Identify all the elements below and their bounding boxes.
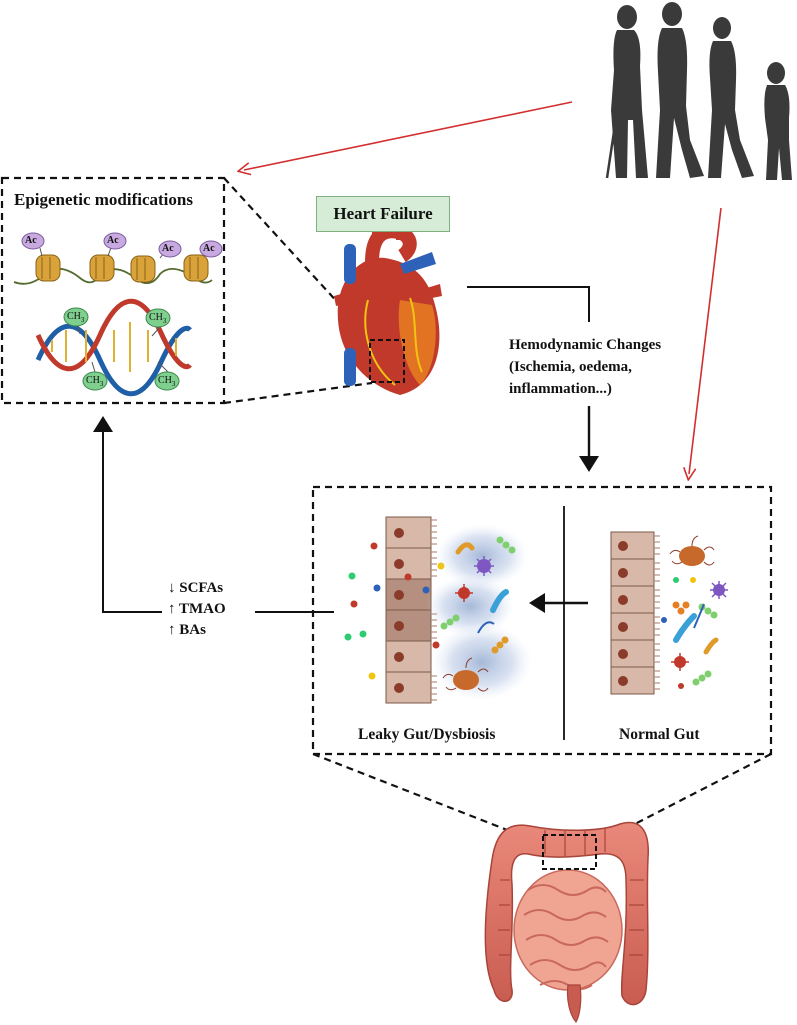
red-arrow-to-gut [689,207,722,474]
acetyl-label: Ac [162,243,174,254]
acetyl-label: Ac [107,235,119,246]
marker-scfas: ↓ SCFAs [168,580,224,596]
hemodynamic-line-2: (Ischemia, oedema, [509,359,632,375]
red-arrow-to-epigenetics [244,101,573,170]
hemodynamic-changes-label: Hemodynamic Changes (Ischemia, oedema, i… [509,334,689,400]
epigenetic-box [0,176,226,405]
gut-zoom-line-left [312,752,544,846]
dysbiotic-microbes-icon [426,524,532,700]
methyl-label: CH3 [67,311,85,324]
marker-tmao: ↑ TMAO [168,601,226,617]
connector-heart-to-hemo [467,286,590,322]
teen-person-icon [708,17,754,178]
healthy-microbes-icon [661,535,728,689]
leaky-gut-label: Leaky Gut/Dysbiosis [358,726,496,743]
child-person-icon [764,62,792,180]
histone-acetylation-icon [13,232,223,285]
gut-zoom-line-right [595,753,772,845]
intestine-zoom-box [542,834,597,870]
gut-comparison-box [311,485,773,756]
normal-gut-label: Normal Gut [619,726,700,743]
acetyl-label: Ac [203,243,215,254]
dna-methylation-icon [35,299,192,396]
methyl-label: CH3 [86,375,104,388]
heart-zoom-box [369,339,405,383]
normal-to-leaky-head [529,593,545,613]
methyl-label: CH3 [149,312,167,325]
markers-to-epi-line [102,432,162,613]
zoom-line-bottom [223,381,373,405]
epigenetic-title: Epigenetic modifications [14,190,193,209]
elderly-person-icon [605,5,648,179]
adult-person-icon [656,2,704,178]
age-silhouettes-icon [605,2,792,180]
marker-bas: ↑ BAs [168,622,206,638]
hemo-arrow-head [579,456,599,472]
metabolite-markers: ↓ SCFAs ↑ TMAO ↑ BAs [168,578,226,641]
heart-failure-label: Heart Failure [316,196,450,232]
heart-icon [334,222,442,395]
hemodynamic-line-1: Hemodynamic Changes [509,337,662,353]
markers-to-epi-head [93,416,113,432]
methyl-label: CH3 [158,375,176,388]
normal-epithelium-icon [610,531,660,695]
hemodynamic-line-3: inflammation...) [509,381,612,397]
intestine-icon [484,821,649,1024]
acetyl-label: Ac [25,235,37,246]
